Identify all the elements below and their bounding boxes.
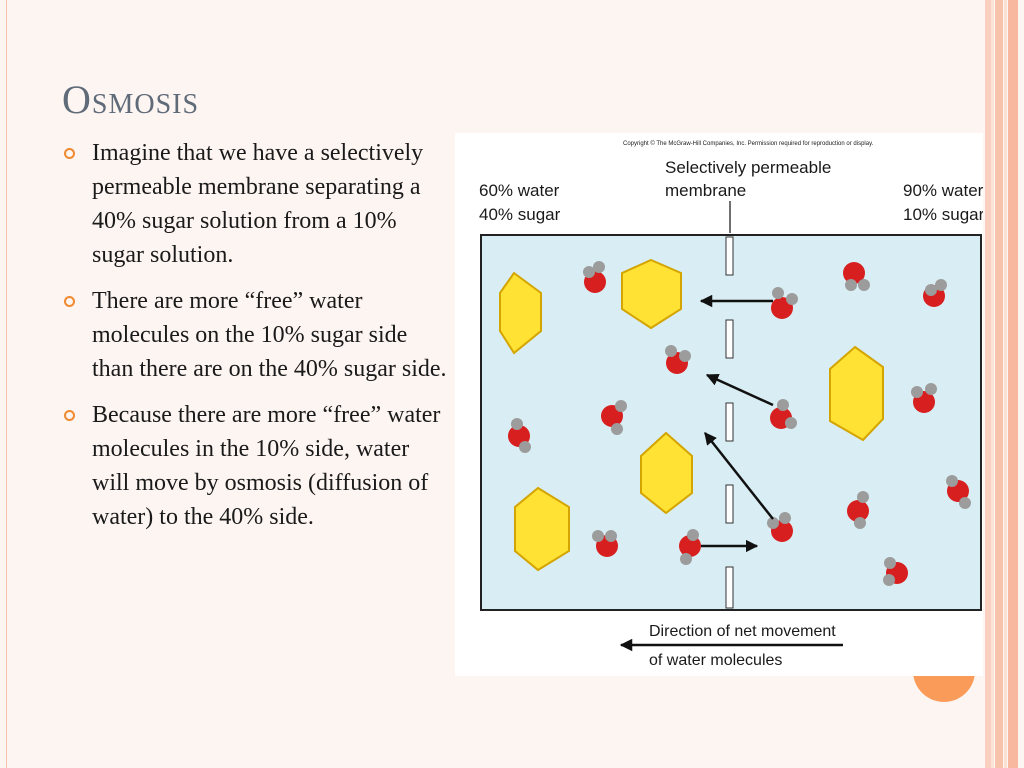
slide-border — [6, 0, 7, 768]
water-molecules — [508, 261, 971, 586]
direction-label-line1: Direction of net movement — [649, 623, 836, 640]
water-molecule — [847, 491, 869, 529]
copyright-notice: Copyright © The McGraw-Hill Companies, I… — [623, 140, 874, 147]
sugar-hexagon — [640, 431, 693, 515]
sugar-hexagon — [499, 271, 542, 355]
bullet-text: Because there are more “free” water mole… — [92, 402, 441, 530]
right-label-line2: 10% sugar — [903, 205, 983, 224]
sugar-hexagon — [621, 258, 682, 330]
decor-band-1 — [985, 0, 991, 768]
water-molecule — [601, 400, 627, 435]
sugar-hexagon — [514, 486, 570, 572]
water-molecule — [770, 399, 797, 429]
water-molecule — [767, 512, 793, 542]
water-molecule — [583, 261, 606, 293]
left-label-line1: 60% water — [479, 181, 560, 200]
decor-band-3 — [995, 0, 1003, 768]
arrow-diagonal — [704, 432, 774, 520]
water-molecule — [592, 530, 618, 557]
decor-band-5 — [1008, 0, 1018, 768]
slide-title: Osmosis — [62, 77, 200, 122]
bullet-item: Imagine that we have a selectively perme… — [62, 136, 452, 272]
right-label-line1: 90% water — [903, 181, 983, 200]
bullet-item: There are more “free” water molecules on… — [62, 284, 452, 386]
bullet-text: There are more “free” water molecules on… — [92, 288, 447, 382]
membrane-label-line2: membrane — [665, 181, 746, 200]
decor-band-4 — [1004, 0, 1007, 768]
water-molecule — [923, 279, 947, 307]
water-molecule — [679, 529, 701, 565]
water-molecule — [771, 287, 798, 319]
water-molecule — [508, 418, 531, 453]
osmosis-diagram: Copyright © The McGraw-Hill Companies, I… — [479, 140, 983, 669]
sugar-molecules — [499, 258, 884, 572]
decor-band-2 — [991, 0, 994, 768]
membrane-label-line1: Selectively permeable — [665, 158, 831, 177]
bullet-circle-icon — [64, 296, 75, 307]
bullet-circle-icon — [64, 410, 75, 421]
left-label-line2: 40% sugar — [479, 205, 561, 224]
movement-arrows — [699, 294, 774, 553]
water-molecule — [665, 345, 691, 374]
water-molecule — [843, 262, 870, 291]
bullet-text: Imagine that we have a selectively perme… — [92, 140, 424, 268]
membrane — [725, 236, 734, 609]
direction-label-line2: of water molecules — [649, 652, 782, 669]
water-molecule — [946, 475, 971, 509]
bullet-item: Because there are more “free” water mole… — [62, 398, 452, 534]
bullet-circle-icon — [64, 148, 75, 159]
arrow-diagonal — [705, 373, 774, 407]
water-molecule — [911, 383, 937, 413]
water-molecule — [883, 557, 908, 586]
sugar-hexagon — [829, 345, 884, 442]
bullet-list: Imagine that we have a selectively perme… — [62, 136, 452, 546]
